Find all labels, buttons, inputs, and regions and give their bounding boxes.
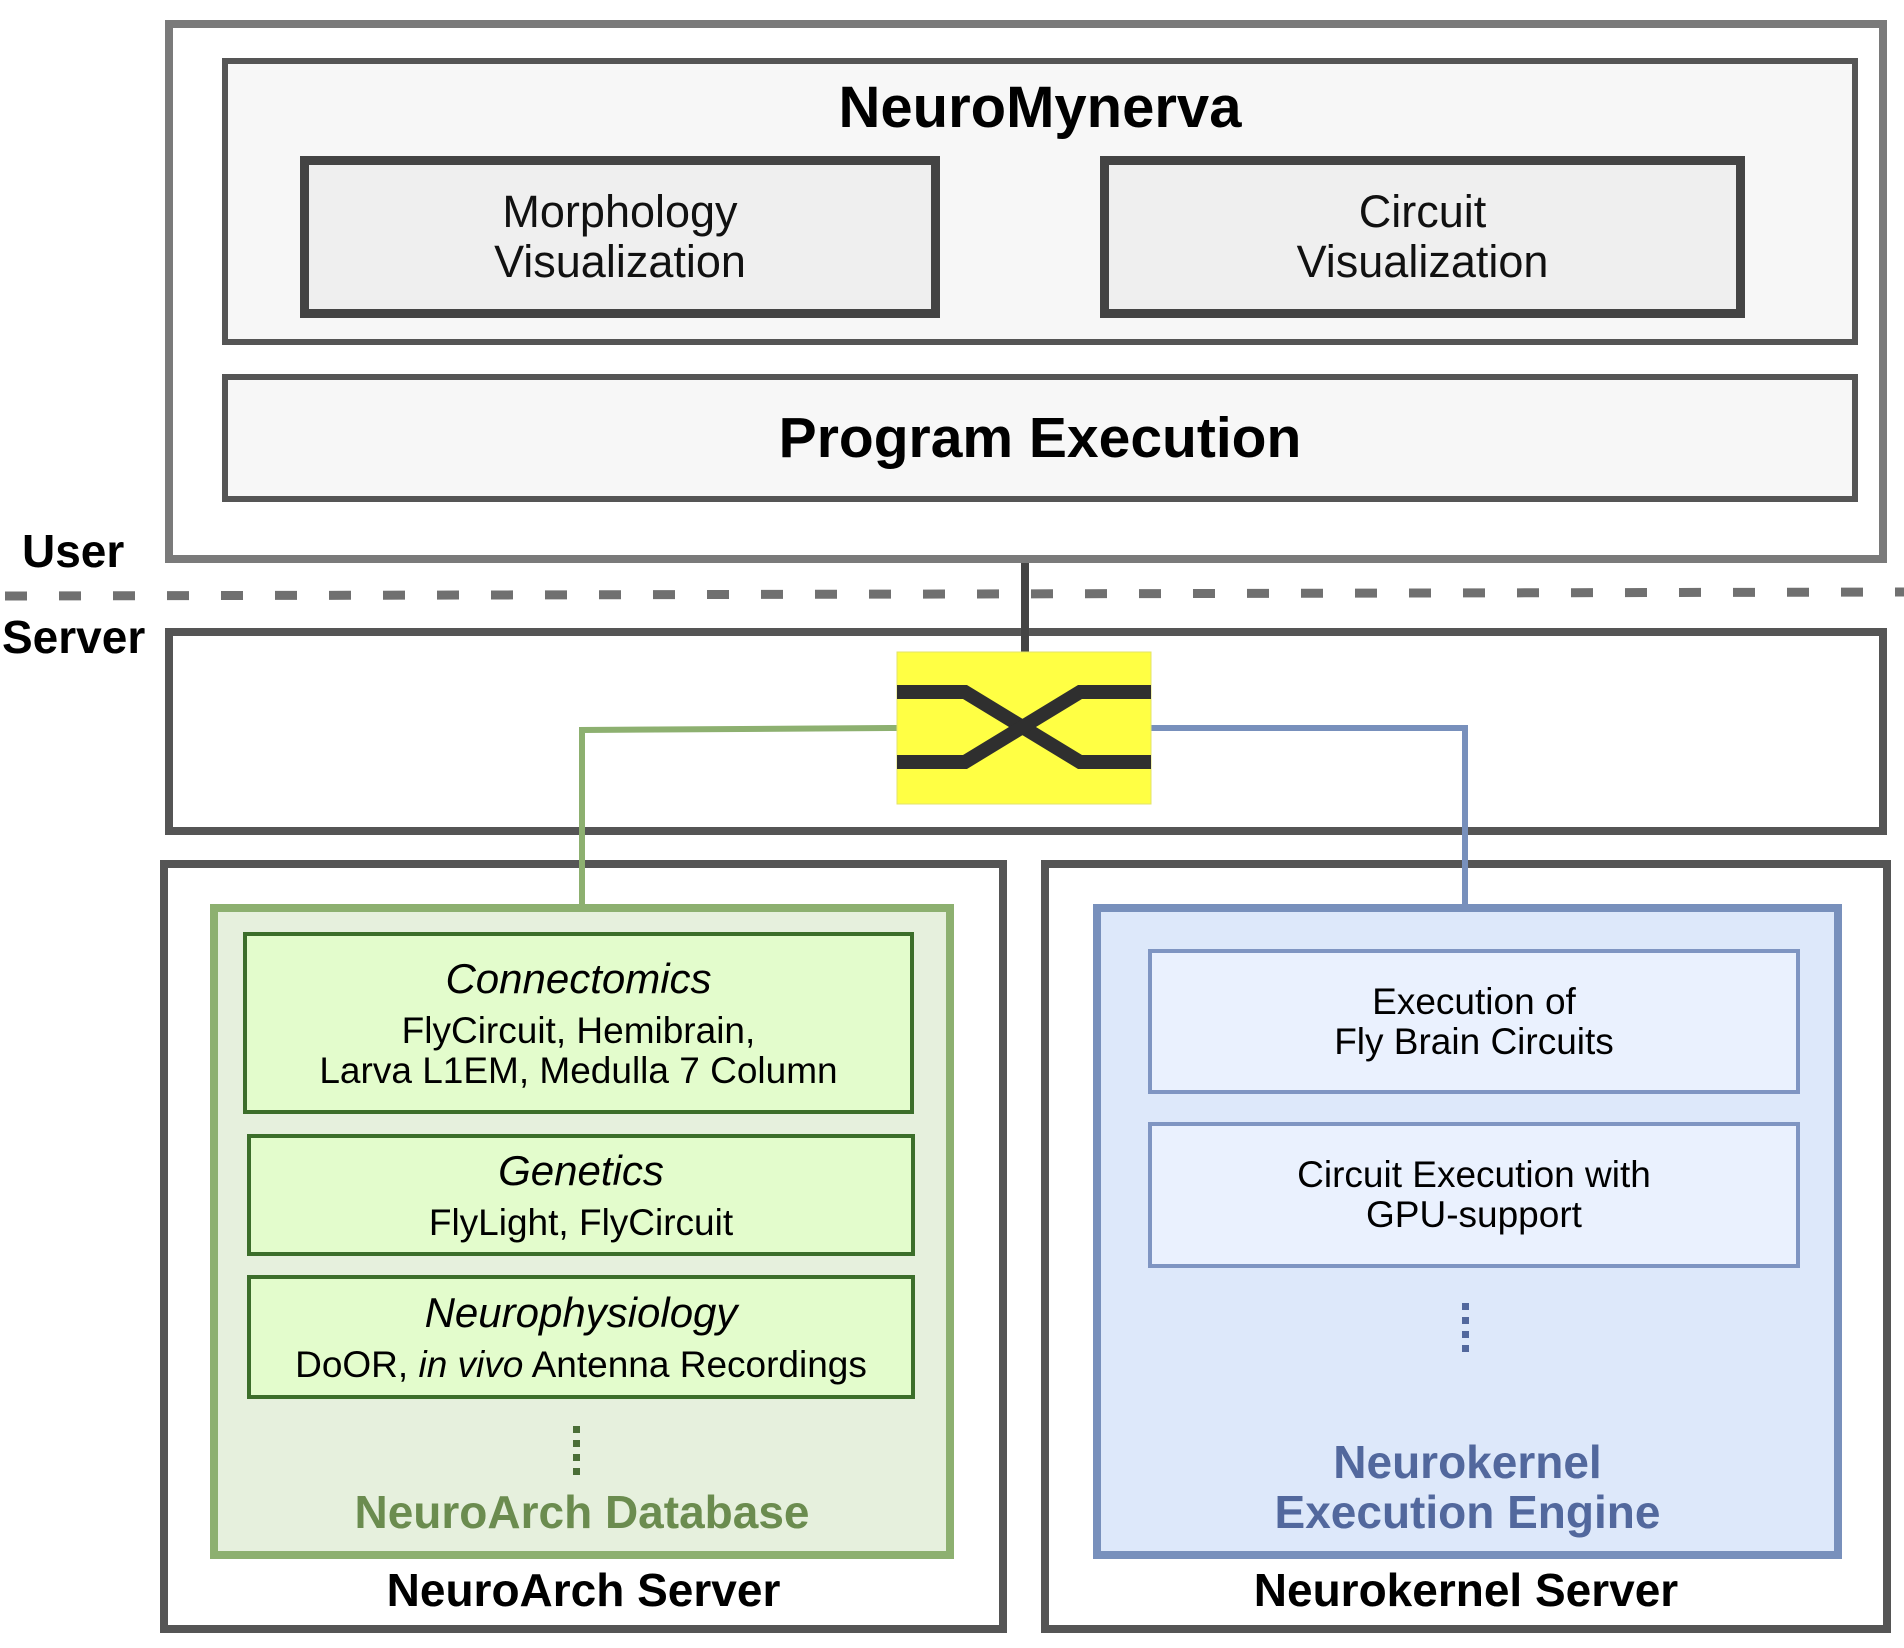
neurokernel-engine-label: Neurokernel Execution Engine <box>1093 1432 1842 1542</box>
gpu-execution-line2: GPU-support <box>1366 1194 1582 1235</box>
connectomics-box: Connectomics FlyCircuit, Hemibrain, Larv… <box>243 932 914 1114</box>
fly-brain-execution-line1: Execution of <box>1372 980 1576 1022</box>
circuit-visualization-box: Circuit Visualization <box>1100 156 1745 318</box>
neurokernel-engine-label-line2: Execution Engine <box>1274 1486 1661 1538</box>
circuit-line2: Visualization <box>1296 236 1549 287</box>
neuroarch-database-label: NeuroArch Database <box>354 1486 810 1538</box>
neurophysiology-line1: DoOR, in vivo Antenna Recordings <box>295 1345 867 1385</box>
router-strip-frame <box>165 628 1887 835</box>
neurophysiology-heading: Neurophysiology <box>424 1289 738 1336</box>
server-zone-label: Server <box>2 611 146 663</box>
neurophysiology-box: Neurophysiology DoOR, in vivo Antenna Re… <box>247 1275 915 1399</box>
connectomics-heading: Connectomics <box>445 955 712 1002</box>
neurophysiology-prefix: DoOR, <box>295 1344 419 1385</box>
morphology-line2: Visualization <box>494 236 746 287</box>
neurophysiology-italic: in vivo <box>418 1344 524 1385</box>
neurophysiology-suffix: Antenna Recordings <box>523 1344 867 1385</box>
fly-brain-execution-line2: Fly Brain Circuits <box>1334 1020 1614 1062</box>
connectomics-line1: FlyCircuit, Hemibrain, <box>401 1010 756 1051</box>
fly-brain-execution-box: Execution of Fly Brain Circuits <box>1148 949 1800 1094</box>
neuromynerva-title: NeuroMynerva <box>838 74 1242 140</box>
connectomics-line2: Larva L1EM, Medulla 7 Column <box>319 1050 838 1091</box>
user-zone-label: User <box>22 525 125 577</box>
neurokernel-server-label: Neurokernel Server <box>1253 1564 1679 1616</box>
gpu-execution-line1: Circuit Execution with <box>1297 1154 1651 1195</box>
neurokernel-engine-label-line1: Neurokernel <box>1333 1436 1602 1488</box>
circuit-line1: Circuit <box>1358 186 1487 237</box>
morphology-visualization-box: Morphology Visualization <box>300 156 940 318</box>
genetics-line1: FlyLight, FlyCircuit <box>428 1202 734 1243</box>
genetics-box: Genetics FlyLight, FlyCircuit <box>247 1134 915 1256</box>
program-execution-panel: Program Execution <box>222 374 1858 502</box>
gpu-execution-box: Circuit Execution with GPU-support <box>1148 1122 1800 1268</box>
genetics-heading: Genetics <box>498 1147 664 1194</box>
neuroarch-server-label: NeuroArch Server <box>386 1564 781 1616</box>
user-server-divider <box>4 587 1904 601</box>
morphology-line1: Morphology <box>502 186 738 237</box>
program-execution-label: Program Execution <box>778 406 1302 470</box>
